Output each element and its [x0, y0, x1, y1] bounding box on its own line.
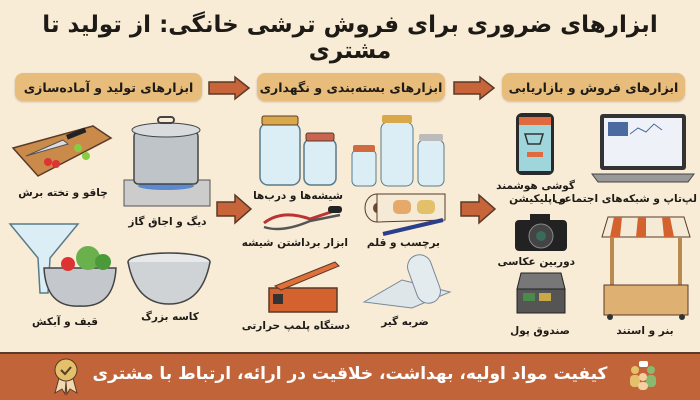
- label-smartphone-line2: و اپلیکیشن: [509, 193, 566, 205]
- footer-text: کیفیت مواد اولیه، بهداشت، خلاقیت در ارائ…: [92, 364, 608, 384]
- label-camera: دوربین عکاسی: [497, 256, 575, 268]
- jars-icon: [259, 115, 337, 186]
- stage-sales: ابزارهای فروش و بازاریابی: [502, 73, 685, 101]
- bubble-wrap-icon: [362, 254, 452, 309]
- laptop-icon: [591, 114, 695, 183]
- arrow-icon: [208, 75, 251, 101]
- label-bubble-wrap: ضربه گیر: [381, 316, 429, 328]
- label-funnel-colander: قیف و آبکش: [32, 316, 98, 328]
- label-knife-board: چاقو و تخته برش: [18, 187, 108, 199]
- footer-banner: [0, 352, 700, 400]
- jar-lifter-icon: [263, 206, 342, 231]
- label-heat-sealer: دستگاه پلمپ حرارتی: [241, 320, 350, 332]
- label-jar-lifter: ابزار برداشتن شیشه: [241, 237, 348, 249]
- arrow-icon: [216, 193, 253, 225]
- knife-board-icon: [11, 125, 113, 177]
- label-laptop: لپ‌تاپ و شبکه‌های اجتماعی: [553, 193, 697, 205]
- funnel-colander-icon: [8, 223, 117, 307]
- people-icon: [630, 361, 656, 390]
- arrow-icon: [460, 193, 497, 225]
- stage-packaging: ابزارهای بسته‌بندی و نگهداری: [257, 73, 445, 101]
- market-stand-icon: [601, 216, 691, 320]
- cash-box-icon: [516, 272, 566, 314]
- label-jars: شیشه‌ها و درب‌ها: [253, 190, 343, 202]
- label-cash-box: صندوق پول: [510, 325, 570, 337]
- label-labels-pen: برچسب و قلم: [366, 237, 440, 249]
- heat-sealer-icon: [268, 261, 340, 313]
- bowl-icon: [127, 252, 211, 305]
- label-smartphone-line1: گوشی هوشمند: [496, 180, 575, 192]
- stage-production: ابزارهای تولید و آماده‌سازی: [15, 73, 202, 101]
- label-bowl: کاسه بزرگ: [141, 311, 199, 323]
- pot-stove-icon: [123, 116, 211, 207]
- label-pot-stove: دیگ و اجاق گاز: [128, 216, 207, 228]
- jars-icon: [351, 115, 445, 187]
- camera-icon: [515, 214, 567, 251]
- arrow-icon: [453, 75, 496, 101]
- label-stand: بنر و استند: [616, 325, 674, 337]
- page-title: ابزارهای ضروری برای فروش ترشی خانگی: از …: [42, 12, 658, 64]
- labels-pen-icon: [364, 193, 446, 236]
- smartphone-icon: [516, 113, 554, 175]
- quality-badge-icon: [54, 358, 78, 396]
